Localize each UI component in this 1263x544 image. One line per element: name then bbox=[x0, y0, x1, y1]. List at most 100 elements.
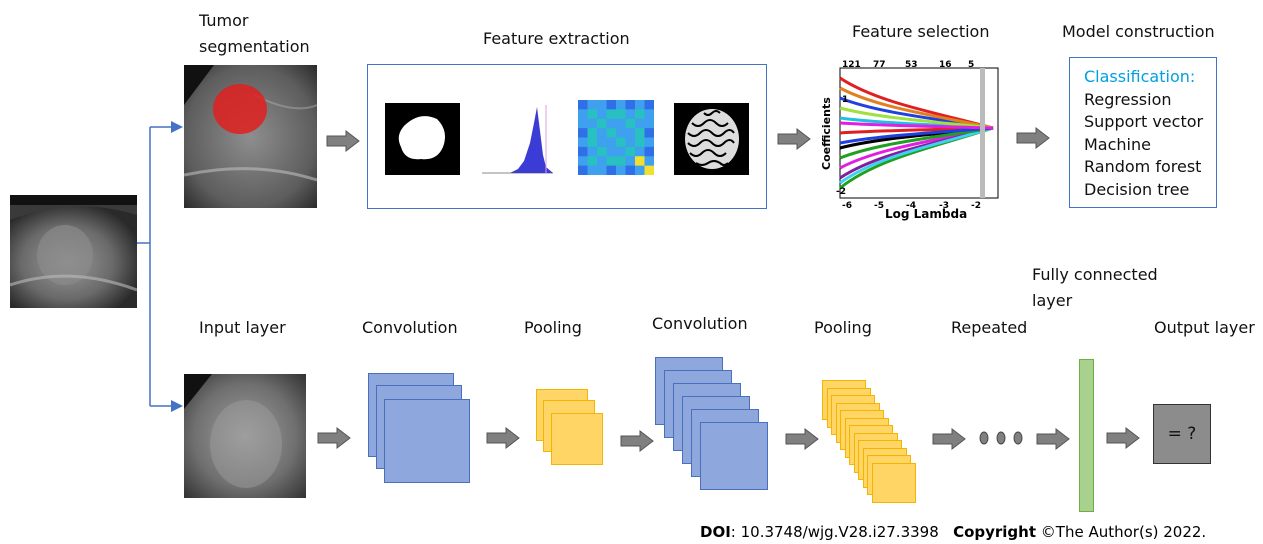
lasso-x-tick: -6 bbox=[842, 201, 852, 211]
heatmap-cell bbox=[606, 146, 617, 157]
heatmap-cell bbox=[635, 109, 645, 120]
convolution-1-label: Convolution bbox=[362, 318, 458, 337]
heatmap-cell bbox=[587, 165, 598, 175]
heatmap-cell bbox=[578, 118, 588, 129]
heatmap-cell bbox=[587, 118, 598, 129]
heatmap-cell bbox=[587, 137, 598, 148]
lasso-xlabel: Log Lambda bbox=[885, 207, 967, 221]
arrow-right-icon bbox=[1106, 427, 1140, 449]
heatmap-cell bbox=[625, 128, 636, 138]
heatmap-cell bbox=[625, 146, 636, 157]
heatmap-cell bbox=[644, 128, 654, 138]
heatmap-cell bbox=[587, 156, 598, 167]
tumor-mask-image bbox=[385, 103, 460, 175]
heatmap-cell bbox=[635, 165, 645, 175]
output-value: = ? bbox=[1167, 424, 1197, 444]
model-item: Machine bbox=[1084, 134, 1151, 154]
heatmap-cell bbox=[635, 128, 645, 138]
lasso-coefficient-path bbox=[839, 86, 994, 130]
fully-connected-label-2: layer bbox=[1032, 291, 1073, 310]
arrow-right-icon bbox=[317, 427, 351, 449]
heatmap-cell bbox=[597, 128, 607, 138]
heatmap-cell bbox=[644, 146, 654, 157]
lasso-x-tick: -4 bbox=[906, 201, 916, 211]
tumor-segmentation-label-2: segmentation bbox=[199, 37, 310, 56]
pooled-map bbox=[871, 462, 916, 503]
heatmap-cell bbox=[644, 137, 654, 148]
heatmap-cell bbox=[635, 118, 645, 129]
pooling-2-label: Pooling bbox=[814, 318, 872, 337]
heatmap-cell bbox=[644, 109, 654, 120]
heatmap-cell bbox=[616, 109, 626, 120]
heatmap-cell bbox=[635, 156, 645, 167]
copyright-value: ©The Author(s) 2022. bbox=[1036, 523, 1207, 541]
pooling-1-label: Pooling bbox=[524, 318, 582, 337]
lasso-x-tick: -3 bbox=[939, 201, 949, 211]
fully-connected-label: Fully connected bbox=[1032, 265, 1158, 284]
heatmap-cell bbox=[625, 165, 636, 175]
heatmap-cell bbox=[606, 100, 617, 110]
arrow-right-icon bbox=[777, 128, 811, 150]
heatmap-cell bbox=[616, 128, 626, 138]
heatmap-cell bbox=[597, 137, 607, 148]
arrow-right-icon bbox=[620, 430, 654, 452]
feature-map bbox=[700, 422, 768, 490]
lasso-ytick-1: 1 bbox=[842, 95, 848, 105]
heatmap-cell bbox=[616, 165, 626, 175]
classification-heading: Classification: bbox=[1084, 67, 1196, 86]
heatmap-cell bbox=[578, 146, 588, 157]
heatmap-cell bbox=[606, 165, 617, 175]
doi-value: : 10.3748/wjg.V28.i27.3398 bbox=[730, 523, 939, 541]
heatmap-cell bbox=[597, 165, 607, 175]
glcm-heatmap-image bbox=[578, 100, 654, 175]
heatmap-cell bbox=[644, 118, 654, 129]
heatmap-cell bbox=[606, 128, 617, 138]
input-layer-image bbox=[184, 374, 306, 498]
output-layer-box: = ? bbox=[1153, 404, 1211, 464]
heatmap-cell bbox=[616, 118, 626, 129]
ellipsis-dots bbox=[979, 431, 1023, 445]
heatmap-cell bbox=[635, 100, 645, 110]
heatmap-cell bbox=[625, 137, 636, 148]
heatmap-cell bbox=[597, 156, 607, 167]
pooling-1-stack bbox=[536, 389, 606, 469]
repeated-label: Repeated bbox=[951, 318, 1028, 337]
pooling-2-stack bbox=[822, 380, 920, 510]
lasso-x-tick: -2 bbox=[971, 201, 981, 211]
heatmap-cell bbox=[587, 128, 598, 138]
segmented-tumor-image bbox=[184, 65, 317, 208]
output-layer-label: Output layer bbox=[1154, 318, 1255, 337]
heatmap-cell bbox=[625, 109, 636, 120]
heatmap-cell bbox=[578, 128, 588, 138]
heatmap-cell bbox=[587, 146, 598, 157]
arrow-right-icon bbox=[1036, 428, 1070, 450]
heatmap-cell bbox=[578, 165, 588, 175]
lasso-coefficient-path bbox=[839, 126, 994, 185]
heatmap-cell bbox=[578, 137, 588, 148]
heatmap-cell bbox=[606, 137, 617, 148]
feature-extraction-label: Feature extraction bbox=[483, 29, 630, 48]
lasso-coefficient-path bbox=[839, 126, 994, 145]
lasso-coefficient-path bbox=[839, 106, 994, 130]
lasso-coefficient-path bbox=[839, 126, 994, 160]
histogram-image bbox=[480, 103, 555, 175]
heatmap-cell bbox=[587, 109, 598, 120]
heatmap-cell bbox=[578, 109, 588, 120]
texture-image bbox=[674, 103, 749, 175]
tumor-segmentation-label: Tumor bbox=[199, 11, 249, 30]
model-item: Regression bbox=[1084, 89, 1172, 109]
heatmap-cell bbox=[597, 118, 607, 129]
heatmap-cell bbox=[606, 118, 617, 129]
heatmap-cell bbox=[625, 100, 636, 110]
convolution-1-stack bbox=[368, 373, 472, 483]
original-ultrasound-image bbox=[10, 195, 137, 308]
heatmap-cell bbox=[644, 156, 654, 167]
arrow-right-icon bbox=[785, 428, 819, 450]
heatmap-cell bbox=[644, 165, 654, 175]
model-item: Random forest bbox=[1084, 157, 1202, 176]
doi-label: DOI bbox=[700, 523, 731, 541]
heatmap-cell bbox=[616, 156, 626, 167]
model-item: Decision tree bbox=[1084, 179, 1190, 199]
heatmap-cell bbox=[606, 109, 617, 120]
